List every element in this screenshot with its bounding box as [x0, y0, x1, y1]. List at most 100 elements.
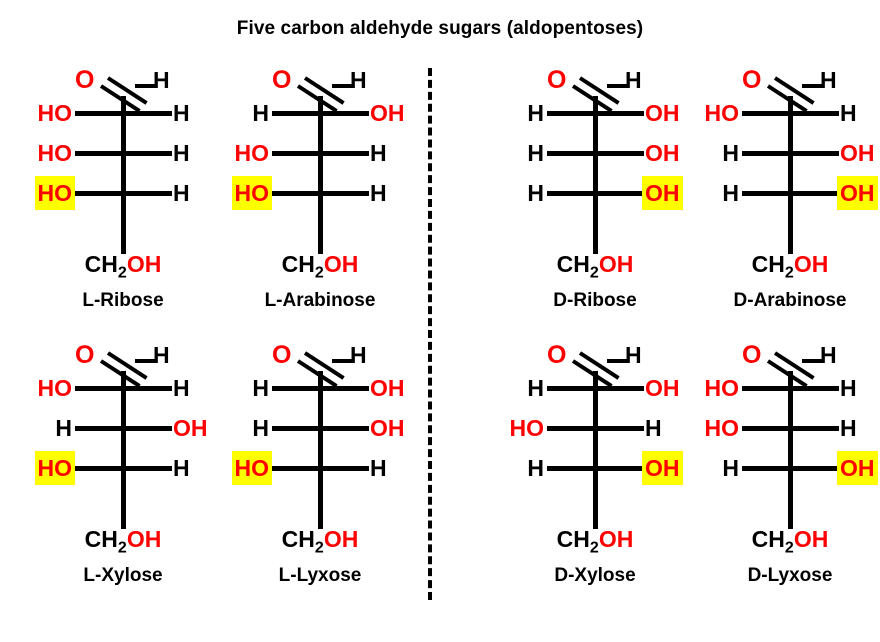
- bond-line-left: [272, 111, 320, 116]
- substituent-right: OH: [642, 451, 683, 485]
- aldehyde-hydrogen-bond-line: [332, 359, 354, 363]
- figure-title: Five carbon aldehyde sugars (aldopentose…: [236, 18, 644, 39]
- bond-line-left: [547, 466, 595, 471]
- bond-line-right: [596, 151, 644, 156]
- bond-line-left: [742, 426, 790, 431]
- substituent-right: H: [173, 455, 190, 481]
- aldehyde-hydrogen-bond-line: [607, 84, 629, 88]
- bond-line-right: [124, 151, 172, 156]
- terminal-subscript-2: 2: [589, 264, 599, 282]
- aldehyde-hydrogen-label: H: [153, 67, 170, 93]
- substituent-right: H: [840, 415, 857, 441]
- aldehyde-hydrogen-bond-line: [135, 359, 157, 363]
- stereocenter-row: HO H: [13, 371, 233, 405]
- carbon-backbone-line: [318, 96, 323, 254]
- bond-line-left: [547, 151, 595, 156]
- carbon-backbone-line: [593, 96, 598, 254]
- substituent-right: H: [173, 375, 190, 401]
- terminal-subscript-2: 2: [314, 264, 324, 282]
- aldehyde-oxygen-label: O: [272, 66, 292, 94]
- bond-line-right: [124, 111, 172, 116]
- terminal-hydroxymethyl-group: CH2OH: [680, 250, 880, 284]
- substituent-left: H: [527, 100, 544, 126]
- substituent-right: H: [173, 180, 190, 206]
- terminal-hydroxymethyl-group: CH2OH: [210, 250, 430, 284]
- terminal-subscript-2: 2: [784, 539, 794, 557]
- substituent-left: H: [55, 415, 72, 441]
- bond-line-right: [791, 191, 839, 196]
- terminal-oh-label: OH: [793, 526, 829, 552]
- terminal-oh-label: OH: [323, 526, 359, 552]
- substituent-right: OH: [840, 140, 875, 166]
- bond-line-right: [596, 466, 644, 471]
- substituent-left: HO: [37, 140, 73, 166]
- carbon-backbone-line: [318, 371, 323, 529]
- bond-line-left: [75, 111, 123, 116]
- bond-line-right: [321, 151, 369, 156]
- aldehyde-hydrogen-bond-line: [332, 84, 354, 88]
- substituent-left: H: [527, 180, 544, 206]
- substituent-left: HO: [704, 375, 740, 401]
- terminal-subscript-2: 2: [784, 264, 794, 282]
- stereocenter-row: H OH: [680, 176, 880, 210]
- aldehyde-hydrogen-bond-line: [135, 84, 157, 88]
- terminal-hydroxymethyl-group: CH2OH: [680, 525, 880, 559]
- bond-line-right: [124, 426, 172, 431]
- bond-line-left: [742, 111, 790, 116]
- molecule-label-d-xylose: D-Xylose: [554, 565, 636, 586]
- stereocenter-row: HO H: [13, 136, 233, 170]
- substituent-right: H: [370, 180, 387, 206]
- terminal-subscript-2: 2: [117, 539, 127, 557]
- terminal-hydroxymethyl-group: CH2OH: [210, 525, 430, 559]
- substituent-left: HO: [234, 140, 270, 166]
- bond-line-left: [75, 466, 123, 471]
- bond-line-left: [547, 426, 595, 431]
- terminal-oh-label: OH: [793, 251, 829, 277]
- substituent-left: HO: [704, 415, 740, 441]
- bond-line-left: [75, 151, 123, 156]
- substituent-left: H: [722, 180, 739, 206]
- terminal-oh-label: OH: [126, 251, 162, 277]
- carbon-backbone-line: [121, 96, 126, 254]
- aldehyde-oxygen-label: O: [547, 66, 567, 94]
- substituent-left: HO: [509, 415, 545, 441]
- bond-line-left: [272, 466, 320, 471]
- substituent-right: OH: [645, 100, 680, 126]
- substituent-left: HO: [34, 176, 75, 210]
- substituent-left: H: [527, 140, 544, 166]
- substituent-right: OH: [837, 176, 878, 210]
- molecule-label-l-xylose: L-Xylose: [83, 565, 163, 586]
- substituent-right: OH: [370, 415, 405, 441]
- terminal-ch2-label: CH: [556, 526, 590, 552]
- molecule-label-l-ribose: L-Ribose: [82, 290, 164, 311]
- terminal-ch2-label: CH: [84, 251, 118, 277]
- substituent-left: H: [527, 375, 544, 401]
- bond-line-right: [124, 466, 172, 471]
- substituent-right: H: [840, 100, 857, 126]
- aldehyde-oxygen-label: O: [547, 341, 567, 369]
- aldehyde-hydrogen-bond-line: [802, 84, 824, 88]
- vertical-dashed-divider: [428, 68, 432, 600]
- bond-line-left: [272, 426, 320, 431]
- bond-line-left: [272, 191, 320, 196]
- carbon-backbone-line: [593, 371, 598, 529]
- bond-line-left: [272, 386, 320, 391]
- substituent-left: H: [252, 375, 269, 401]
- terminal-subscript-2: 2: [117, 264, 127, 282]
- bond-line-left: [547, 111, 595, 116]
- substituent-right: OH: [370, 375, 405, 401]
- aldehyde-hydrogen-bond-line: [607, 359, 629, 363]
- substituent-right: H: [173, 140, 190, 166]
- substituent-left: HO: [37, 375, 73, 401]
